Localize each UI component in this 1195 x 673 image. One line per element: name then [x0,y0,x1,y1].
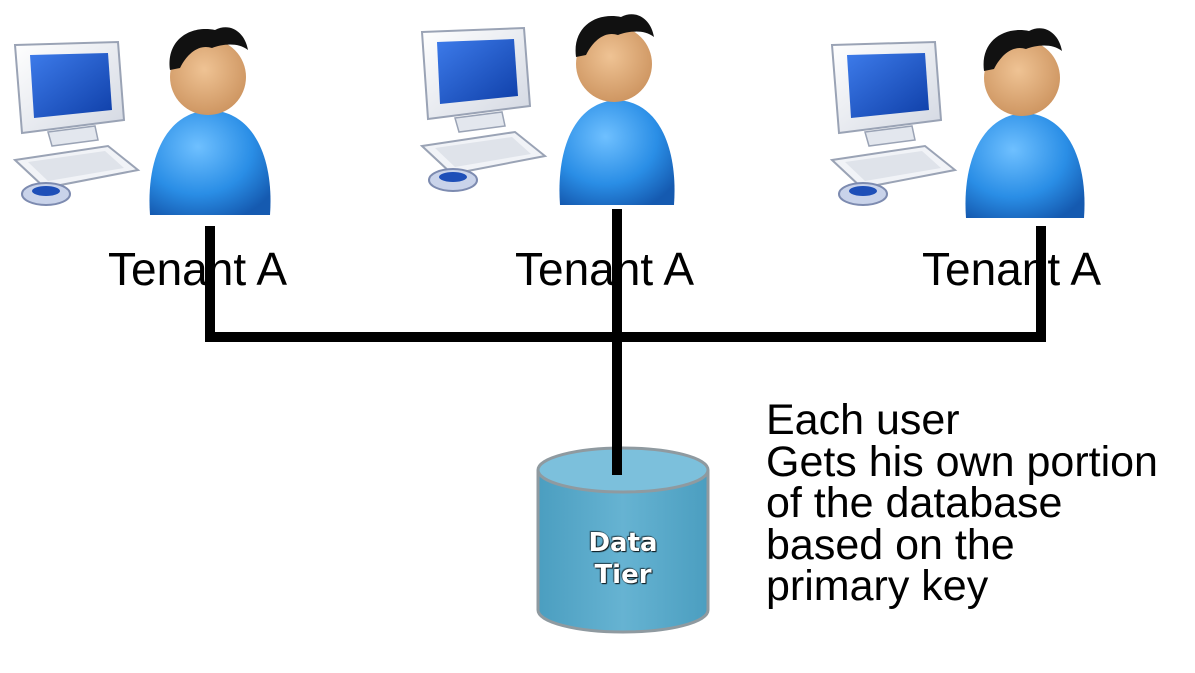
description-line: Gets his own portion [766,437,1158,486]
description-line: Each user [766,396,960,444]
connector-overlay-3 [1036,226,1046,332]
database-label-line1: Data [588,528,658,558]
tenant-2-person-icon [559,14,675,205]
connector-overlay-1 [205,226,215,332]
connector-bus [205,332,1046,342]
connector-overlay-2 [612,209,622,332]
data-tier-database-icon [536,446,710,634]
tenant-3-label: Tenant A [922,243,1102,295]
tenant-1-computer [12,40,141,206]
tenant-1-label: Tenant A [108,243,288,295]
tenant-2-computer [419,26,548,192]
description-line: based on the [766,520,1015,569]
database-label-line2: Tier [594,560,652,590]
tenant-1-person-icon [149,27,271,215]
description-line: primary key [766,562,989,610]
description-text: Each user Gets his own portion of the da… [766,396,1158,610]
tenant-3-person-icon [965,28,1085,218]
tenant-2-label: Tenant A [515,243,695,295]
description-line: of the database [766,479,1063,527]
tenant-3-computer [829,40,958,206]
